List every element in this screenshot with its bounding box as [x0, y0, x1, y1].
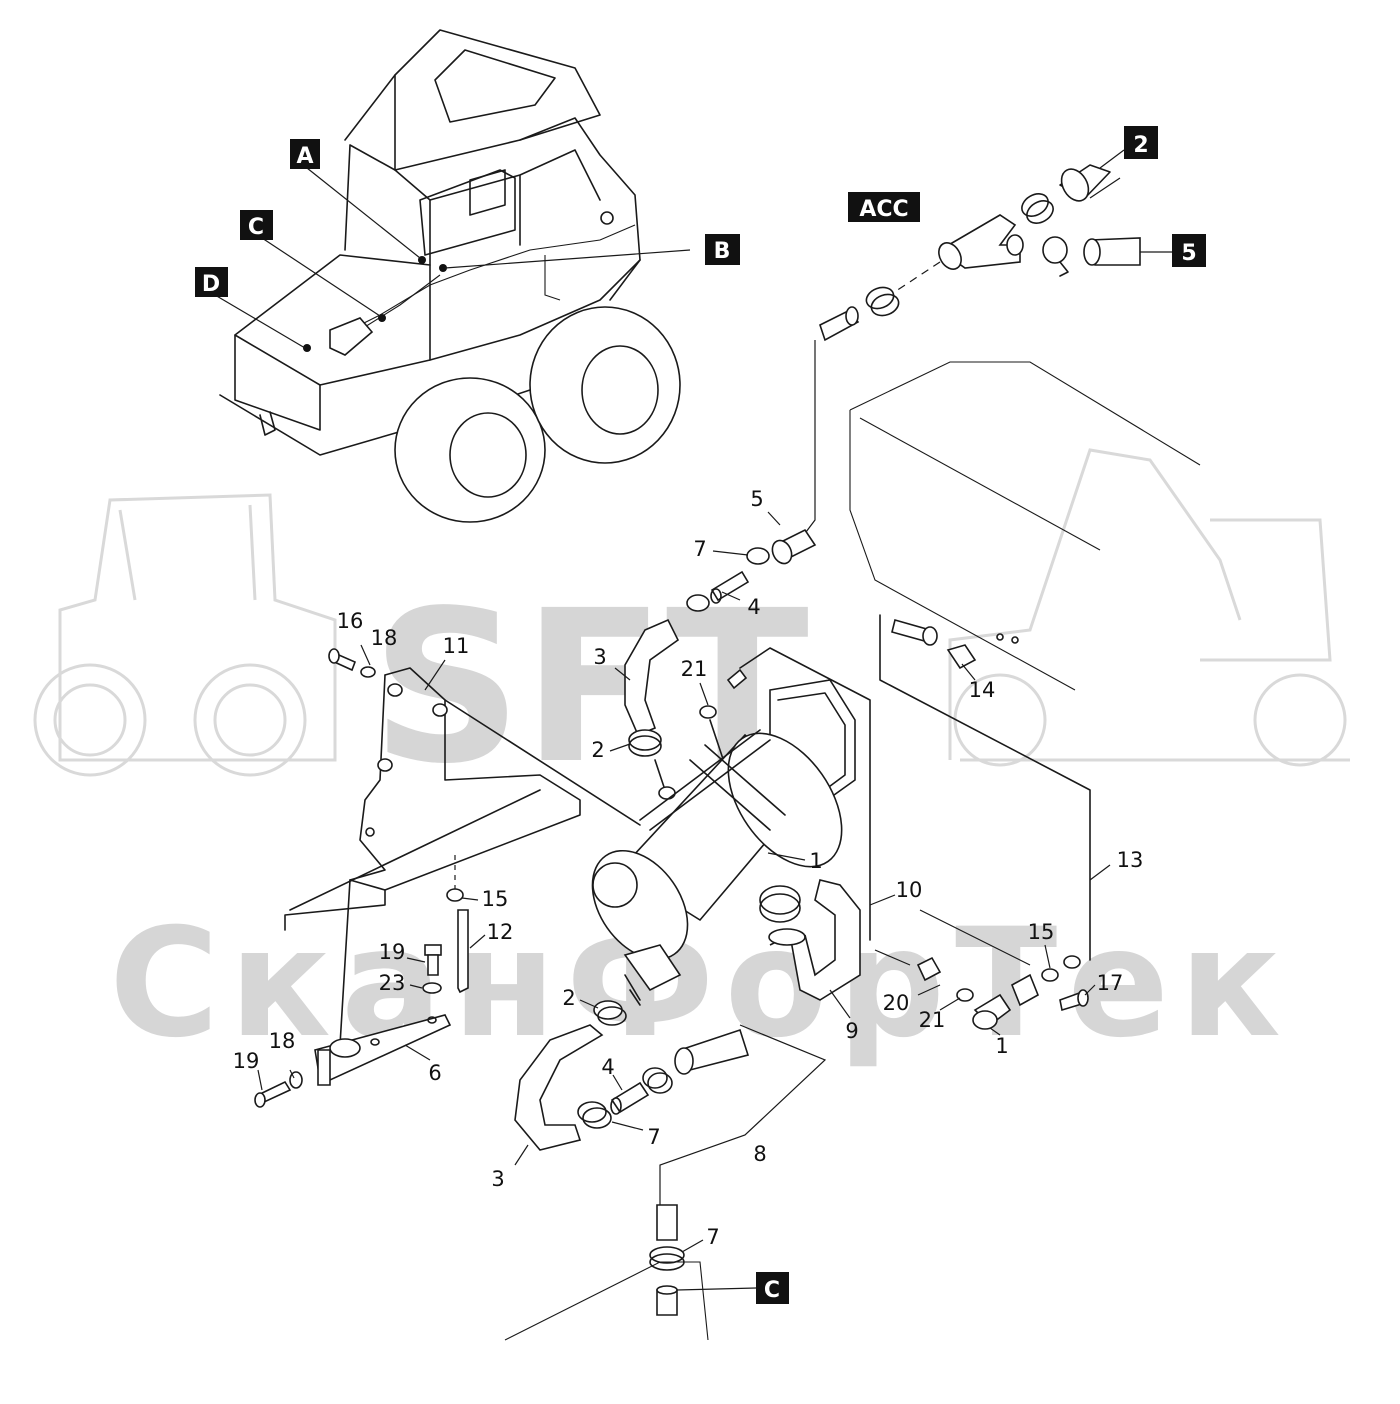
lower-hose-assembly	[504, 1000, 827, 1341]
watermark-company-name: СканФорТек	[109, 897, 1291, 1071]
label-18-upper: 18	[371, 626, 398, 650]
label-11: 11	[443, 634, 470, 658]
svg-text:D: D	[202, 272, 220, 297]
svg-text:B: B	[714, 239, 731, 264]
label-13: 13	[1117, 848, 1144, 872]
svg-text:ACC: ACC	[859, 197, 908, 222]
callout-5: 5	[1172, 234, 1206, 267]
part-leaders	[257, 511, 1111, 1253]
label-10: 10	[896, 878, 923, 902]
label-21-upper: 21	[681, 657, 708, 681]
label-2-lower: 2	[562, 986, 575, 1010]
mounting-bracket	[284, 667, 641, 1046]
label-19-upper: 19	[379, 940, 406, 964]
watermark: SFT СканФорТек	[33, 448, 1350, 1071]
label-2-upper: 2	[591, 738, 604, 762]
part-labels: 5 7 4 3 21 2 16 18 11 14 1 13 10 15 12 1…	[233, 487, 1144, 1249]
callout-C-bottom: C	[756, 1272, 789, 1304]
label-12: 12	[487, 920, 514, 944]
label-7-bottom: 7	[706, 1225, 719, 1249]
callout-2: 2	[1124, 126, 1158, 159]
heater-unit	[591, 679, 861, 1006]
label-3-upper: 3	[593, 645, 606, 669]
watermark-excavator-right-icon	[948, 448, 1350, 767]
label-15-left: 15	[482, 887, 509, 911]
label-16: 16	[337, 609, 364, 633]
svg-text:C: C	[248, 215, 264, 240]
svg-text:A: A	[296, 144, 313, 169]
label-20: 20	[883, 991, 910, 1015]
svg-text:5: 5	[1181, 241, 1196, 266]
bolt-19-lower	[254, 1071, 303, 1108]
svg-text:C: C	[764, 1278, 780, 1303]
callout-D: D	[195, 267, 228, 297]
label-1-lower: 1	[995, 1034, 1008, 1058]
bolt-16	[328, 648, 376, 678]
acc-detail	[799, 149, 1172, 541]
label-19-lower: 19	[233, 1049, 260, 1073]
fuel-hose-12	[446, 888, 469, 994]
bolt-19-upper	[422, 944, 442, 994]
callout-ACC: ACC	[848, 192, 920, 222]
label-17: 17	[1097, 971, 1124, 995]
label-9: 9	[845, 1019, 858, 1043]
watermark-tractor-left-icon	[33, 493, 337, 777]
label-1-upper: 1	[809, 849, 822, 873]
label-23: 23	[379, 971, 406, 995]
machine-overview	[219, 29, 681, 523]
upper-hose-assembly	[624, 528, 871, 941]
label-6: 6	[428, 1061, 441, 1085]
label-7-lower: 7	[647, 1125, 660, 1149]
svg-text:2: 2	[1133, 133, 1148, 158]
overview-leaders	[214, 167, 691, 349]
label-18-lower: 18	[269, 1029, 296, 1053]
label-5: 5	[750, 487, 763, 511]
label-3-lower: 3	[491, 1167, 504, 1191]
callout-A: A	[290, 139, 320, 169]
callout-C-top: C	[240, 210, 273, 240]
label-7-upper: 7	[693, 537, 706, 561]
callout-B: B	[705, 234, 740, 265]
label-4-upper: 4	[747, 595, 760, 619]
label-14: 14	[969, 678, 996, 702]
label-8: 8	[753, 1142, 766, 1166]
label-21-lower: 21	[919, 1008, 946, 1032]
frame-outline-right	[849, 361, 1201, 691]
label-4-lower: 4	[601, 1055, 614, 1079]
plate-6	[314, 1014, 452, 1086]
label-15-right: 15	[1028, 920, 1055, 944]
fuel-pump-assembly	[874, 614, 1091, 1030]
